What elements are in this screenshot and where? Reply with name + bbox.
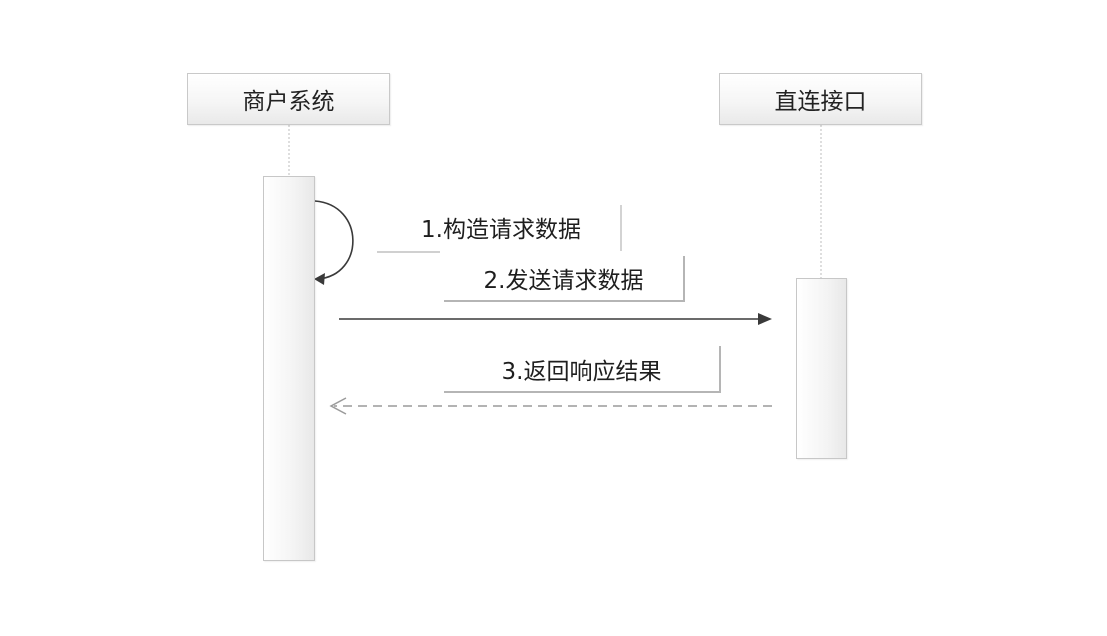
message-1-label: 1.构造请求数据: [388, 205, 614, 249]
direct-interface-label: 直连接口: [774, 89, 867, 115]
return-response-arrowhead: [329, 397, 347, 415]
send-request-arrowhead: [758, 313, 772, 325]
self-call-arrowhead: [314, 273, 325, 285]
merchant-system-header: 商户系统: [187, 73, 390, 125]
direct-interface-header: 直连接口: [719, 73, 922, 125]
message-3-text: 3.返回响应结果: [501, 358, 662, 385]
merchant-system-label: 商户系统: [242, 89, 335, 115]
message-2-text: 2.发送请求数据: [483, 268, 644, 294]
merchant-activation-bar: [263, 176, 315, 561]
self-call-arrow: [314, 200, 354, 280]
message-2-label: 2.发送请求数据: [444, 256, 685, 302]
direct-activation-bar: [796, 278, 847, 459]
message-3-label: 3.返回响应结果: [444, 346, 721, 393]
message-1-text: 1.构造请求数据: [421, 217, 581, 243]
